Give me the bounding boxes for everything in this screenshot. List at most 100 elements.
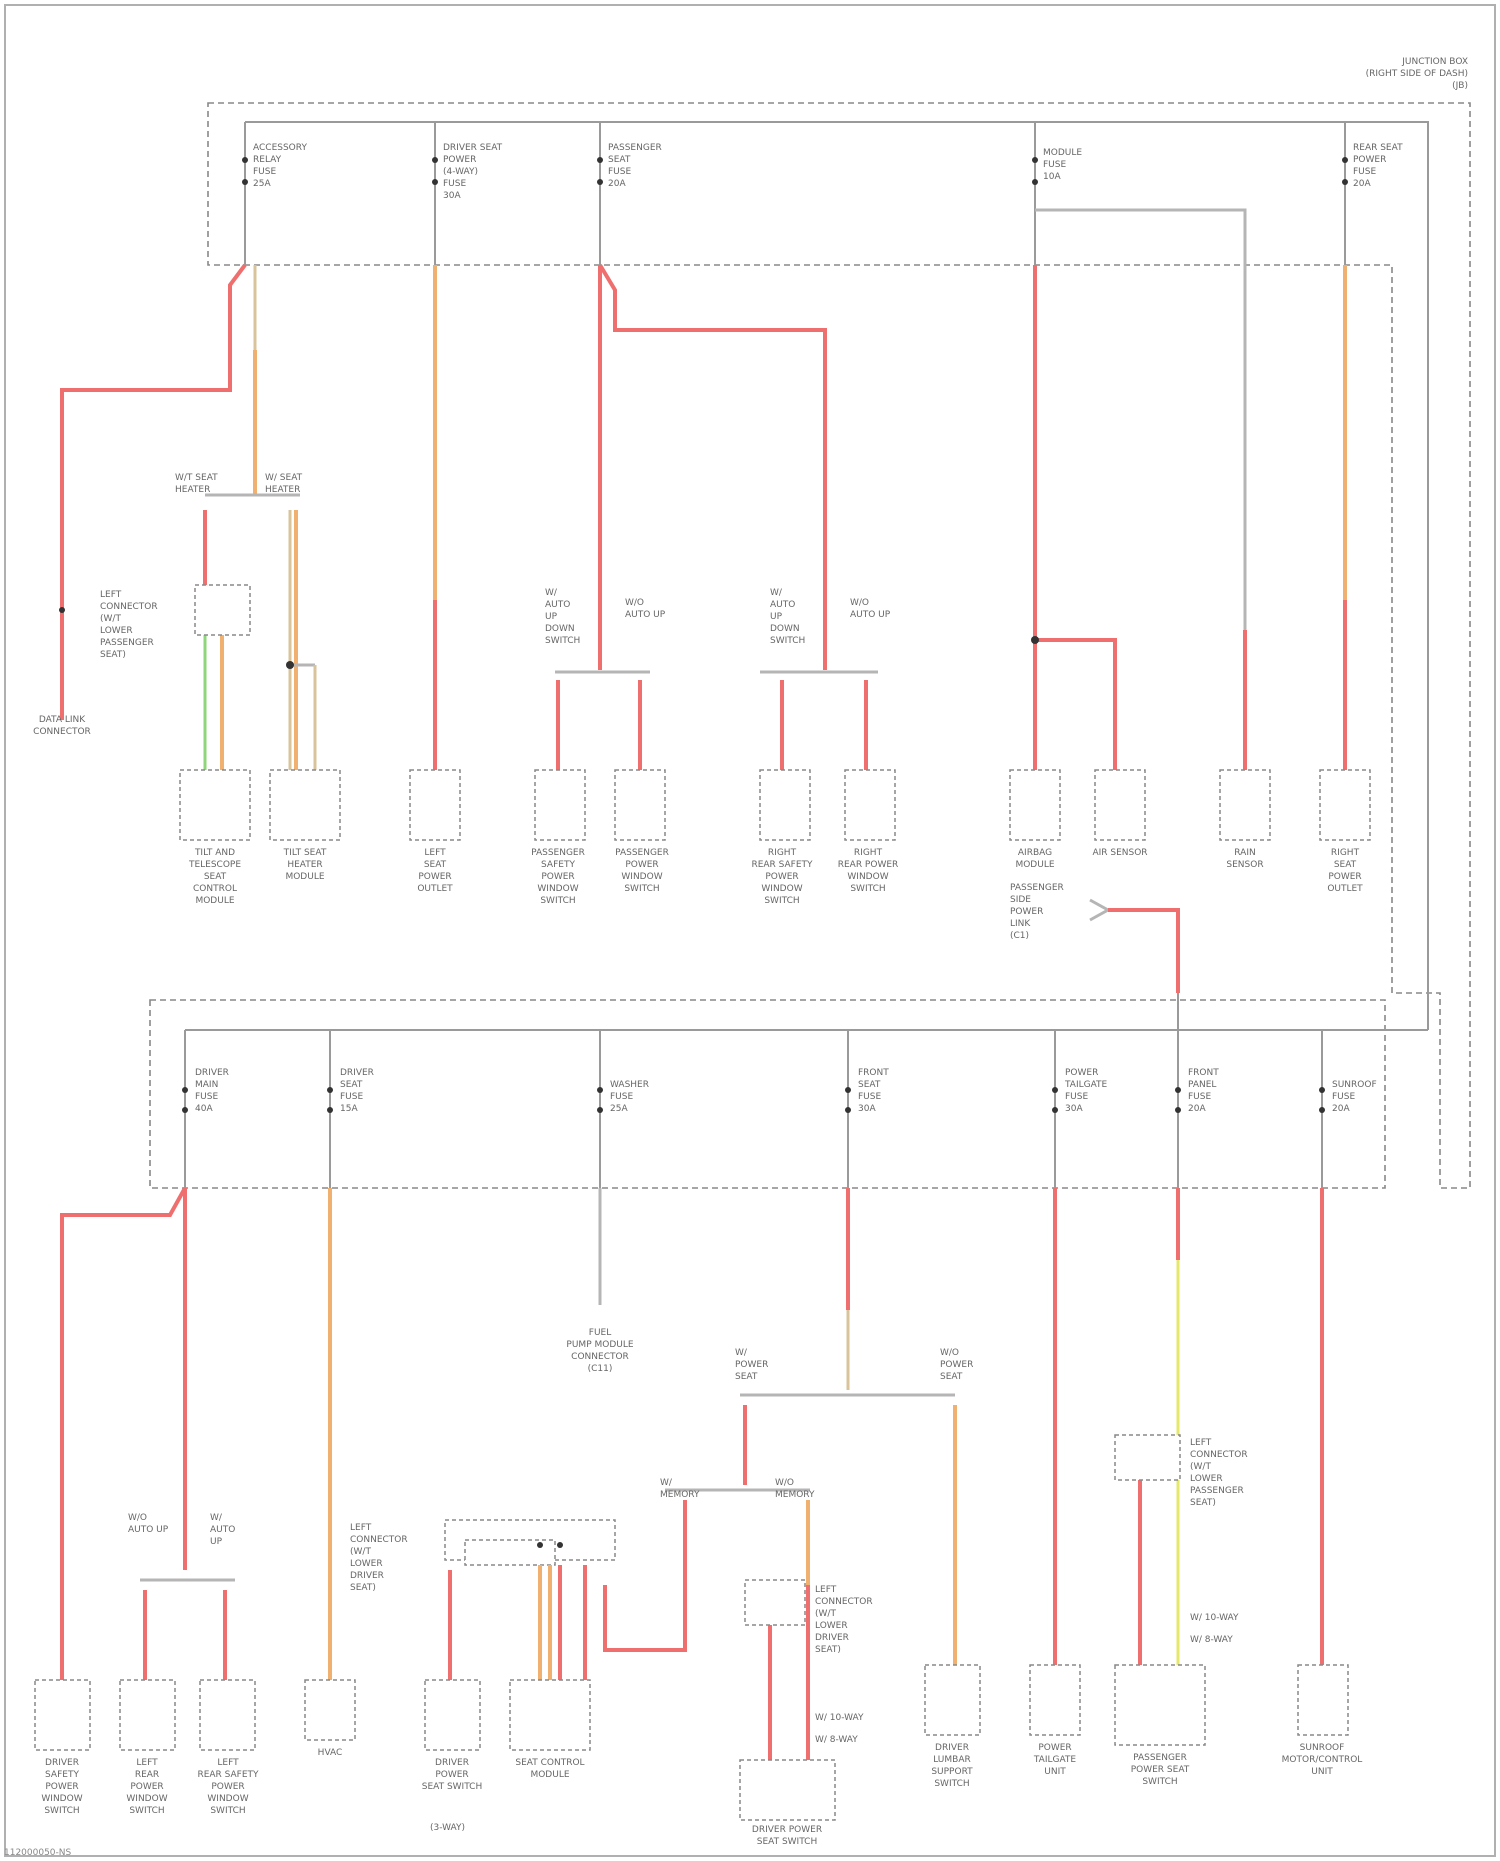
- svg-text:W/ 10-WAY: W/ 10-WAY: [815, 1713, 864, 1723]
- svg-text:UNIT: UNIT: [1311, 1767, 1333, 1777]
- svg-text:SWITCH: SWITCH: [129, 1806, 164, 1816]
- svg-text:HVAC: HVAC: [318, 1748, 343, 1758]
- fuel-pump-note-2: PUMP MODULE: [566, 1340, 633, 1350]
- svg-text:FUSE: FUSE: [253, 167, 276, 177]
- svg-text:DRIVER: DRIVER: [45, 1758, 79, 1768]
- svg-text:PASSENGER: PASSENGER: [1010, 883, 1064, 893]
- component-box: [1298, 1665, 1348, 1735]
- svg-text:POWER: POWER: [211, 1782, 244, 1792]
- svg-text:SUNROOF: SUNROOF: [1300, 1743, 1345, 1753]
- svg-text:20A: 20A: [1188, 1104, 1206, 1114]
- svg-text:SIDE: SIDE: [1010, 895, 1031, 905]
- svg-text:DRIVER: DRIVER: [195, 1068, 229, 1078]
- svg-text:FUSE: FUSE: [195, 1092, 218, 1102]
- svg-text:REAR POWER: REAR POWER: [838, 860, 899, 870]
- component-box: [535, 770, 585, 840]
- svg-text:(4-WAY): (4-WAY): [443, 167, 478, 177]
- svg-text:POWER: POWER: [1328, 872, 1361, 882]
- svg-text:SUPPORT: SUPPORT: [931, 1767, 973, 1777]
- svg-text:20A: 20A: [608, 179, 626, 189]
- svg-text:PASSENGER: PASSENGER: [100, 638, 154, 648]
- svg-text:FRONT: FRONT: [858, 1068, 889, 1078]
- svg-text:PASSENGER: PASSENGER: [1133, 1753, 1187, 1763]
- lower-fuse-block: DRIVER MAIN FUSE 40A DRIVER SEAT FUSE 15…: [150, 993, 1428, 1188]
- svg-text:SWITCH: SWITCH: [210, 1806, 245, 1816]
- svg-text:W/ 8-WAY: W/ 8-WAY: [1190, 1635, 1233, 1645]
- svg-text:DRIVER POWER: DRIVER POWER: [752, 1825, 822, 1835]
- svg-text:POWER: POWER: [435, 1770, 468, 1780]
- svg-text:UP: UP: [770, 612, 783, 622]
- svg-text:UNIT: UNIT: [1044, 1767, 1066, 1777]
- svg-text:W/: W/: [545, 588, 558, 598]
- svg-text:LEFT: LEFT: [1190, 1438, 1212, 1448]
- svg-text:W/O: W/O: [940, 1348, 959, 1358]
- svg-text:LEFT: LEFT: [100, 590, 122, 600]
- svg-text:POWER: POWER: [45, 1782, 78, 1792]
- svg-text:SEAT): SEAT): [350, 1583, 376, 1593]
- svg-text:DOWN: DOWN: [770, 624, 800, 634]
- svg-text:W/: W/: [735, 1348, 748, 1358]
- svg-text:SENSOR: SENSOR: [1226, 860, 1263, 870]
- svg-text:WINDOW: WINDOW: [126, 1794, 167, 1804]
- component-box: [845, 770, 895, 840]
- fuse-label-l1: DRIVER MAIN FUSE 40A: [195, 1068, 229, 1114]
- component-box: [270, 770, 340, 840]
- svg-text:WINDOW: WINDOW: [41, 1794, 82, 1804]
- svg-text:FUSE: FUSE: [1065, 1092, 1088, 1102]
- svg-text:CONNECTOR: CONNECTOR: [815, 1597, 873, 1607]
- svg-text:FUSE: FUSE: [610, 1092, 633, 1102]
- svg-text:CONNECTOR: CONNECTOR: [33, 727, 91, 737]
- fuse-label-4: MODULE FUSE 10A: [1043, 148, 1082, 182]
- fuse-label-5: REAR SEAT POWER FUSE 20A: [1353, 143, 1403, 189]
- upper-wires: [62, 265, 1345, 770]
- fuse-label-l3: WASHER FUSE 25A: [610, 1080, 649, 1114]
- svg-text:(W/T: (W/T: [100, 614, 121, 624]
- svg-text:LEFT: LEFT: [350, 1523, 372, 1533]
- svg-text:AUTO UP: AUTO UP: [625, 610, 666, 620]
- svg-text:30A: 30A: [858, 1104, 876, 1114]
- svg-text:POWER: POWER: [130, 1782, 163, 1792]
- svg-text:25A: 25A: [610, 1104, 628, 1114]
- svg-text:SEAT): SEAT): [100, 650, 126, 660]
- component-box: [615, 770, 665, 840]
- fuse-label-l6: FRONT PANEL FUSE 20A: [1188, 1068, 1219, 1114]
- svg-text:WINDOW: WINDOW: [207, 1794, 248, 1804]
- component-box: [1010, 770, 1060, 840]
- svg-text:LINK: LINK: [1010, 919, 1031, 929]
- svg-text:RIGHT: RIGHT: [1331, 848, 1360, 858]
- svg-text:FUSE: FUSE: [608, 167, 631, 177]
- passenger-side-power-link: PASSENGER SIDE POWER LINK (C1): [1010, 883, 1178, 993]
- svg-text:FUSE: FUSE: [1353, 167, 1376, 177]
- component-box: [740, 1760, 835, 1820]
- svg-text:W/T SEAT: W/T SEAT: [175, 473, 218, 483]
- svg-text:LEFT: LEFT: [136, 1758, 158, 1768]
- svg-text:LOWER: LOWER: [815, 1621, 848, 1631]
- svg-text:W/ 10-WAY: W/ 10-WAY: [1190, 1613, 1239, 1623]
- svg-text:W/O: W/O: [850, 598, 869, 608]
- connector-label-c1: LEFT CONNECTOR (W/T LOWER PASSENGER SEAT…: [100, 590, 158, 660]
- fuel-pump-note-3: CONNECTOR: [571, 1352, 629, 1362]
- svg-text:PASSENGER: PASSENGER: [1190, 1486, 1244, 1496]
- svg-text:AUTO UP: AUTO UP: [850, 610, 891, 620]
- svg-text:DRIVER: DRIVER: [435, 1758, 469, 1768]
- svg-text:POWER: POWER: [443, 155, 476, 165]
- component-box: [1030, 1665, 1080, 1735]
- svg-text:30A: 30A: [1065, 1104, 1083, 1114]
- svg-text:OUTLET: OUTLET: [1327, 884, 1363, 894]
- svg-text:CONNECTOR: CONNECTOR: [1190, 1450, 1248, 1460]
- component-box: [425, 1680, 480, 1750]
- component-box: [1115, 1665, 1205, 1745]
- svg-text:AUTO: AUTO: [545, 600, 570, 610]
- svg-text:POWER: POWER: [1038, 1743, 1071, 1753]
- fuel-pump-note-4: (C11): [588, 1364, 613, 1374]
- connector-label-c4: LEFT CONNECTOR (W/T LOWER PASSENGER SEAT…: [1190, 1438, 1248, 1508]
- svg-text:POWER: POWER: [1065, 1068, 1098, 1078]
- svg-text:20A: 20A: [1353, 179, 1371, 189]
- svg-text:HEATER: HEATER: [175, 485, 210, 495]
- svg-text:LOWER: LOWER: [100, 626, 133, 636]
- junction-box-title-3: (JB): [1452, 81, 1468, 91]
- svg-text:15A: 15A: [340, 1104, 358, 1114]
- component-box: [760, 770, 810, 840]
- svg-text:RIGHT: RIGHT: [768, 848, 797, 858]
- svg-text:SWITCH: SWITCH: [540, 896, 575, 906]
